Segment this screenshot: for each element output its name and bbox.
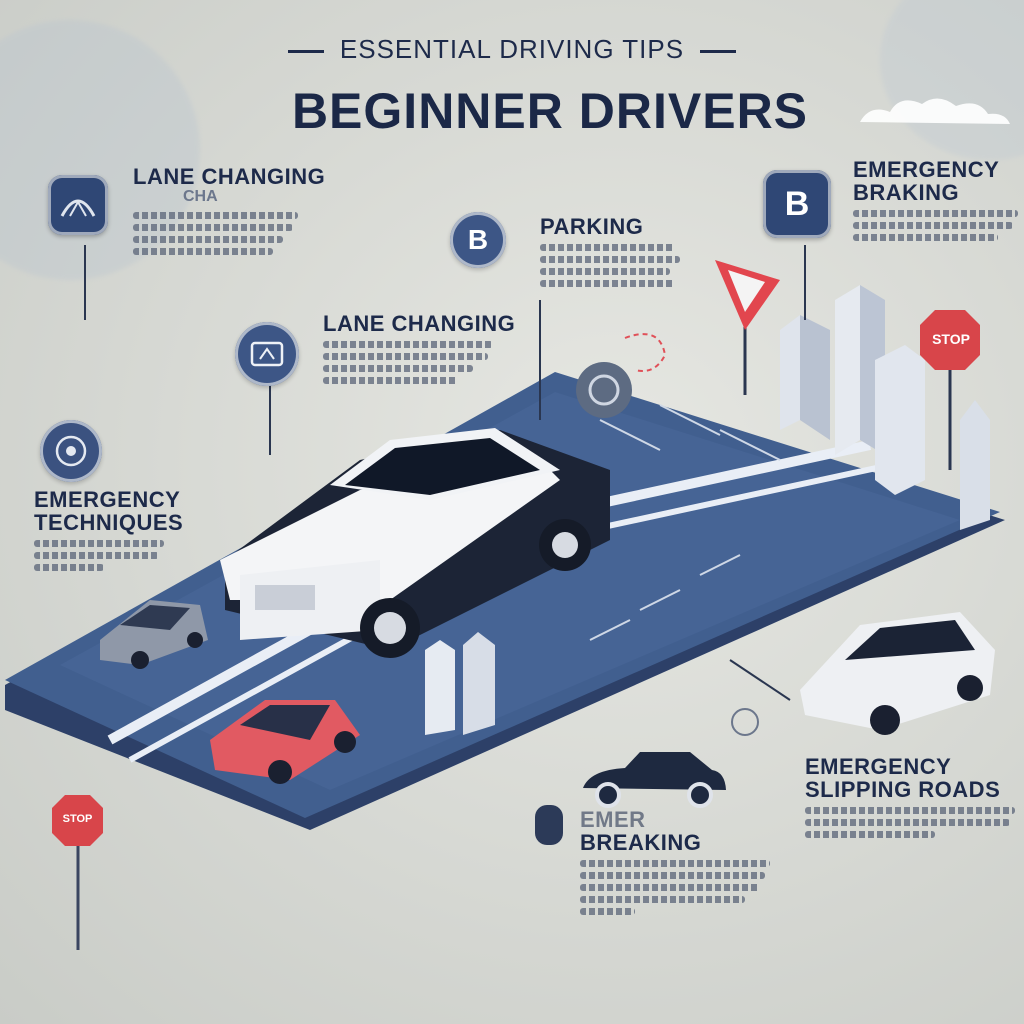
- section-emergency-breaking: EMER BREAKING: [580, 808, 780, 920]
- cloud-icon: [860, 98, 1010, 124]
- section-emergency-techniques: EMERGENCY TECHNIQUES: [34, 488, 214, 576]
- road-inner: [60, 392, 960, 790]
- page-title: BEGINNER DRIVERS: [291, 83, 809, 139]
- section-title-line1: EMERGENCY: [805, 754, 952, 779]
- small-emblem: [731, 708, 759, 736]
- section-emergency-braking-top: EMERGENCY BRAKING: [853, 158, 1023, 246]
- lane-changing-top-icon: [48, 175, 108, 235]
- section-lane-changing-top: LANE CHANGING CHA: [133, 165, 363, 260]
- bollard: [463, 632, 495, 735]
- bollard: [425, 640, 455, 735]
- main-car: [220, 428, 610, 658]
- section-title-line2: TECHNIQUES: [34, 510, 184, 536]
- steering-wheel-icon: [576, 362, 632, 418]
- placeholder-text: [323, 341, 553, 385]
- placeholder-text: [540, 244, 700, 288]
- section-title-line2: BRAKING: [853, 180, 960, 206]
- stop-sign-icon: [920, 310, 980, 370]
- car-silhouette: [583, 752, 726, 808]
- section-title-line2: SLIPPING ROADS: [805, 777, 1001, 803]
- section-lane-changing-mid: LANE CHANGING: [323, 312, 553, 389]
- grey-car: [100, 600, 208, 669]
- stop-sign-icon: [52, 795, 103, 846]
- section-title-line1: EMER: [580, 807, 646, 832]
- title-dash: [287, 49, 324, 53]
- placeholder-text: [853, 210, 1023, 242]
- building: [780, 315, 800, 430]
- red-car: [210, 700, 360, 784]
- section-subtitle: CHA: [183, 188, 218, 206]
- building: [875, 345, 925, 495]
- placeholder-text: [34, 540, 214, 572]
- section-title: LANE CHANGING: [323, 311, 516, 336]
- parking-icon: B: [450, 212, 506, 268]
- title-dash: [700, 49, 737, 53]
- section-title: PARKING: [540, 214, 644, 239]
- parking-marks: [589, 554, 741, 641]
- stop-sign-label-right: STOP: [932, 331, 970, 347]
- parking-marks: [599, 404, 781, 461]
- section-parking: PARKING: [540, 215, 700, 292]
- section-title-line1: EMERGENCY: [853, 157, 1000, 182]
- section-title-line1: EMERGENCY: [34, 487, 181, 512]
- placeholder-text: [580, 860, 780, 916]
- target-icon: [40, 420, 102, 482]
- header-subtitle-row: ESSENTIAL DRIVING TIPS: [0, 34, 1024, 65]
- section-emergency-slipping: EMERGENCY SLIPPING ROADS: [805, 755, 1020, 843]
- road-arch-icon: [60, 199, 96, 217]
- lane-change-icon: [235, 322, 299, 386]
- header-subtitle: ESSENTIAL DRIVING TIPS: [339, 34, 685, 64]
- placeholder-text: [805, 807, 1020, 839]
- placeholder-text: [133, 212, 363, 256]
- stop-sign-label-left: STOP: [62, 813, 93, 825]
- brake-icon: [535, 805, 563, 845]
- section-title: LANE CHANGING: [133, 164, 326, 189]
- building: [835, 285, 860, 455]
- building: [960, 400, 990, 530]
- section-title-line2: BREAKING: [580, 830, 702, 856]
- emergency-braking-icon: B: [763, 170, 831, 238]
- white-car-right: [800, 612, 995, 735]
